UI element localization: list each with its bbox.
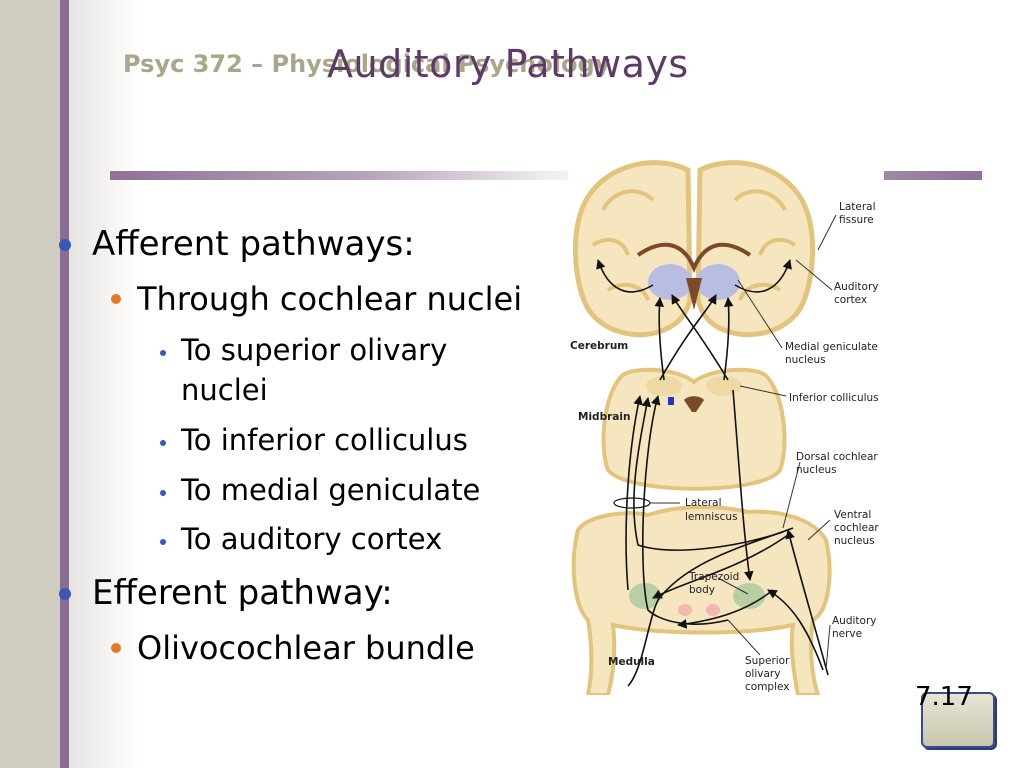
- label-dorsal-cochlear: Dorsal cochlear: [796, 451, 878, 463]
- label-trapezoid-body: Trapezoid: [688, 571, 739, 583]
- bullet-dot: [160, 539, 166, 545]
- bullet-dot: [111, 643, 121, 653]
- label-ventral-cochlear: nucleus: [834, 535, 875, 547]
- bullet-auditory: To auditory cortex: [181, 522, 443, 556]
- label-lateral-lemniscus: lemniscus: [685, 511, 738, 523]
- title-underline: [110, 171, 982, 180]
- course-header: Psyc 372 – Physiological Psychology: [123, 50, 611, 78]
- bullet-superior-line1: To superior olivary: [181, 333, 448, 367]
- left-border-strip: [0, 0, 60, 768]
- slide-title: Auditory Pathways: [327, 42, 689, 86]
- label-superior-olivary: Superior: [745, 655, 790, 667]
- label-auditory-nerve: Auditory: [832, 615, 877, 627]
- label-auditory-cortex: Auditory: [834, 281, 879, 293]
- bullet-inferior: To inferior colliculus: [181, 423, 468, 457]
- bullet-dot: [160, 440, 166, 446]
- bullet-superior-line2: nuclei: [181, 373, 268, 407]
- label-medulla: Medulla: [608, 656, 655, 668]
- slide-number: 7.17: [915, 682, 973, 712]
- label-lateral-fissure: Lateral: [839, 201, 876, 213]
- label-superior-olivary: complex: [745, 681, 790, 693]
- label-auditory-cortex: cortex: [834, 294, 867, 306]
- label-dorsal-cochlear: nucleus: [796, 464, 837, 476]
- label-lateral-lemniscus: Lateral: [685, 497, 722, 509]
- brain-diagram: Lateral fissure Auditory cortex Medial g…: [570, 160, 879, 695]
- label-auditory-nerve: nerve: [832, 628, 862, 640]
- label-midbrain: Midbrain: [578, 411, 630, 423]
- pathway-lines: [596, 259, 829, 687]
- left-gradient: [69, 0, 139, 768]
- label-superior-olivary: olivary: [745, 668, 780, 680]
- bullet-afferent: Afferent pathways:: [92, 224, 415, 264]
- bullet-efferent: Efferent pathway:: [92, 573, 393, 613]
- label-medial-geniculate: Medial geniculate: [785, 341, 878, 353]
- label-ventral-cochlear: cochlear: [834, 522, 879, 534]
- bullet-dot: [160, 350, 166, 356]
- left-accent-bar: [60, 0, 69, 768]
- bullet-olivo: Olivocochlear bundle: [137, 629, 475, 667]
- bullet-medial: To medial geniculate: [181, 473, 481, 507]
- bullet-dot: [59, 239, 71, 251]
- label-cerebrum: Cerebrum: [570, 340, 628, 352]
- slide-number-box: [921, 692, 995, 748]
- label-lateral-fissure: fissure: [839, 214, 874, 226]
- bullet-dot: [160, 490, 166, 496]
- label-medial-geniculate: nucleus: [785, 354, 826, 366]
- label-leaders: [650, 214, 837, 671]
- bullet-dot: [111, 294, 121, 304]
- label-ventral-cochlear: Ventral: [834, 509, 871, 521]
- bullet-through: Through cochlear nuclei: [137, 280, 523, 318]
- midbrain-section: [601, 367, 787, 491]
- bullet-dot: [59, 588, 71, 600]
- label-trapezoid-body: body: [689, 584, 715, 596]
- label-inferior-colliculus: Inferior colliculus: [789, 392, 879, 404]
- cerebrum-section: [572, 160, 816, 338]
- auditory-pathway-figure: Lateral fissure Auditory cortex Medial g…: [568, 150, 884, 695]
